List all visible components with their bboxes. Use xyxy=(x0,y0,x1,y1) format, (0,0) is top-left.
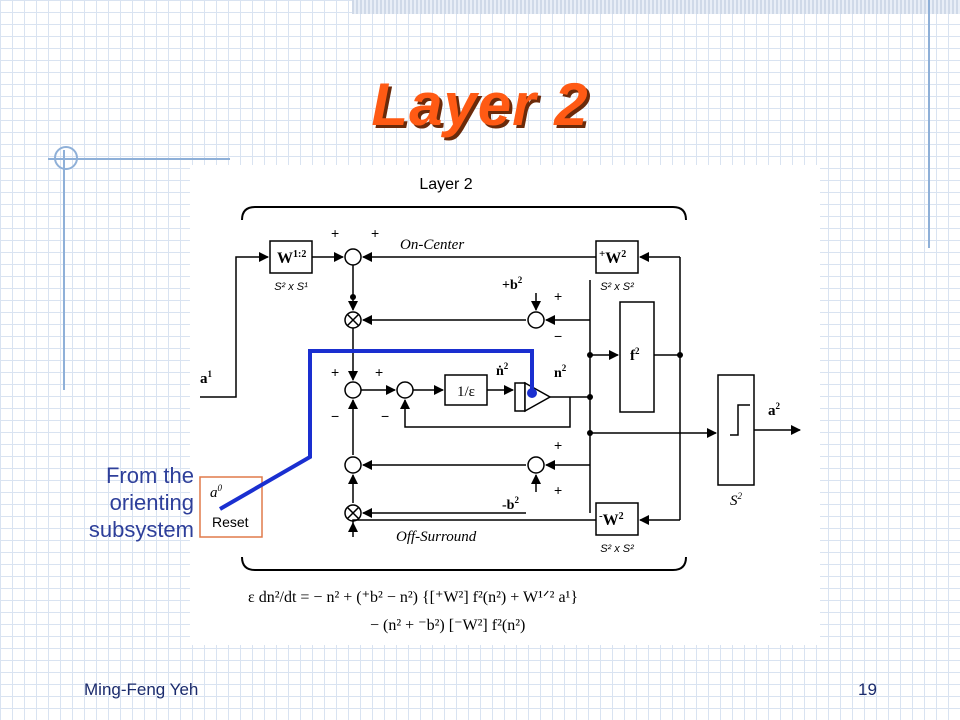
svg-text:+: + xyxy=(554,482,562,498)
eps-label: 1/ε xyxy=(457,384,475,400)
decorative-line-vertical-right xyxy=(928,0,930,248)
nw2-box xyxy=(595,502,639,536)
signal-lines xyxy=(200,252,801,537)
multiplier-crosses xyxy=(346,313,360,520)
output-block xyxy=(717,374,755,486)
pw2-label: +W2 xyxy=(599,248,626,267)
on-center-label: On-Center xyxy=(400,237,464,253)
svg-text:−: − xyxy=(331,408,339,424)
svg-text:+: + xyxy=(331,225,339,241)
a2-label: a2 xyxy=(768,401,781,419)
reset-annotation-dot xyxy=(527,388,537,398)
diagram-heading: Layer 2 xyxy=(419,176,472,193)
nw2-dims: S² x S² xyxy=(600,543,634,555)
top-decorative-band xyxy=(352,0,960,14)
f2-box xyxy=(619,301,655,413)
side-note-line: From the xyxy=(105,463,194,488)
ndot-label: ṅ2 xyxy=(496,361,509,379)
w12-box xyxy=(269,240,313,274)
a0-label: a0 xyxy=(210,483,223,501)
main-sum xyxy=(344,381,362,399)
step-symbol xyxy=(730,404,750,436)
footer-author: Ming-Feng Yeh xyxy=(84,680,199,699)
bracket-bottom xyxy=(241,556,687,571)
decorative-line-vertical-left xyxy=(63,150,65,390)
a1-label: a1 xyxy=(200,369,213,387)
svg-text:+: + xyxy=(371,225,379,241)
slide-title: Layer 2 xyxy=(371,71,589,138)
feedback-sum xyxy=(396,381,414,399)
s2-label: S2 xyxy=(730,491,743,509)
n2-label: n2 xyxy=(554,363,567,381)
pw2-dims: S² x S² xyxy=(600,281,634,293)
integrator-triangle xyxy=(524,381,552,413)
w12-dims: S² x S¹ xyxy=(274,281,308,293)
equation-line-1: ε dn²/dt = − n² + (⁺b² − n²) {[⁺W²] f²(n… xyxy=(248,589,578,606)
layer2-diagram: Layer 2 W1:2 S² x S¹ +W2 S² x S² -W2 S² … xyxy=(199,176,801,634)
page-number: 19 xyxy=(858,680,877,699)
pw2-box xyxy=(595,240,639,274)
integrator-box xyxy=(514,382,526,412)
nb2-sum xyxy=(527,456,545,474)
pb2-sum xyxy=(527,311,545,329)
svg-text:−: − xyxy=(554,328,562,344)
nb2-label: -b2 xyxy=(502,495,519,513)
decorative-line-left xyxy=(48,158,230,160)
w12-label: W1:2 xyxy=(277,249,306,267)
side-note-line: subsystem xyxy=(88,517,194,542)
svg-text:+: + xyxy=(554,288,562,304)
bracket-top xyxy=(241,206,687,221)
off-surround-label: Off-Surround xyxy=(396,529,477,545)
offsurround-sum xyxy=(344,456,362,474)
side-note: From the orienting subsystem xyxy=(62,462,194,543)
svg-text:+: + xyxy=(375,364,383,380)
junction-dots xyxy=(350,294,683,436)
decorative-circle xyxy=(54,146,78,170)
oncenter-sum xyxy=(344,248,362,266)
reset-label: Reset xyxy=(212,514,249,530)
equation-line-2: − (n² + ⁻b²) [⁻W²] f²(n²) xyxy=(370,617,525,634)
side-note-line: orienting xyxy=(109,490,194,515)
sign-labels: + + + + − − + − + + xyxy=(331,225,562,498)
diagram-panel: Layer 2 W1:2 S² x S¹ +W2 S² x S² -W2 S² … xyxy=(190,165,820,645)
reset-annotation-path xyxy=(218,349,534,511)
reset-box xyxy=(199,476,263,538)
svg-text:+: + xyxy=(331,364,339,380)
f2-label: f2 xyxy=(630,346,640,364)
svg-text:+: + xyxy=(554,437,562,453)
eps-box xyxy=(444,374,488,406)
nw2-label: -W2 xyxy=(599,510,624,529)
pb2-label: +b2 xyxy=(502,275,523,293)
svg-text:−: − xyxy=(381,408,389,424)
